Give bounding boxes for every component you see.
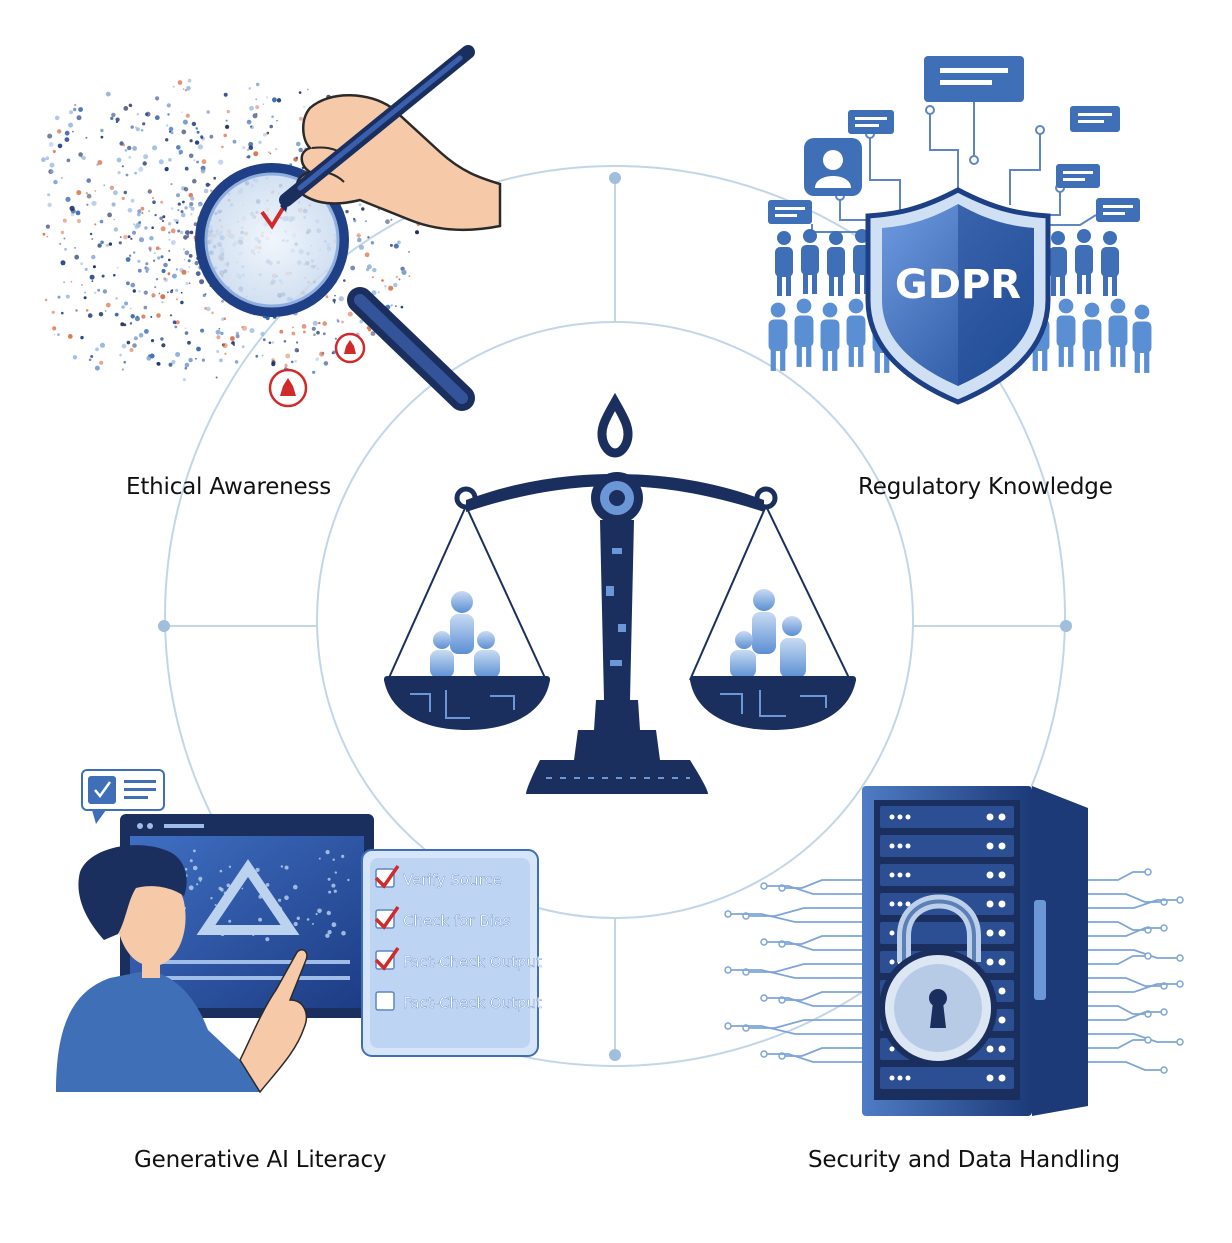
security-data-handling-label: Security and Data Handling [808, 1147, 1120, 1173]
server-unit [880, 1067, 1014, 1089]
red-check-icon [374, 864, 400, 889]
checklist-item: Check for Bias [374, 905, 511, 930]
message-bubble-icon [1056, 164, 1100, 188]
magnifier-lens [200, 168, 344, 312]
red-check-icon [374, 946, 400, 971]
gdpr-illustration: GDPR [768, 56, 1152, 405]
checklist-item-label: Fact-Check Output [403, 953, 542, 971]
padlock-icon [879, 894, 997, 1067]
circuit-lines [724, 868, 1184, 1074]
checklist-item: Verify Source [374, 864, 502, 889]
network-lines [811, 102, 1097, 233]
ethics-illustration [41, 45, 502, 411]
pan-people [730, 589, 806, 678]
red-check-icon [260, 198, 290, 230]
alert-badge-icon [334, 332, 366, 364]
message-bubble-icon [768, 200, 812, 224]
security-illustration [724, 786, 1184, 1116]
generative-ai-literacy-label: Generative AI Literacy [134, 1147, 387, 1173]
checklist-item-label: Fact-Check Output [403, 994, 542, 1012]
user-avatar-icon [804, 138, 862, 196]
server-unit [880, 864, 1014, 886]
checkbox-icon [375, 991, 395, 1011]
person-icon [56, 845, 308, 1094]
checklist-item-label: Check for Bias [403, 912, 511, 930]
message-bubble-icon [1070, 106, 1120, 132]
checklist-panel [361, 849, 539, 1057]
ethical-awareness-label: Ethical Awareness [126, 474, 332, 500]
checklist-item: Fact-Check Output [374, 946, 542, 971]
outer-ring [164, 165, 1066, 1067]
message-bubble-icon [1096, 198, 1140, 222]
regulatory-knowledge-label: Regulatory Knowledge [858, 474, 1113, 500]
server-unit [880, 806, 1014, 828]
pen-icon [279, 45, 475, 212]
alert-badge-icon [268, 368, 308, 408]
server-unit [880, 835, 1014, 857]
pan-people [430, 591, 500, 678]
checklist-item: Fact-Check Output [375, 991, 542, 1012]
ring-connectors [164, 178, 1068, 1055]
red-check-icon [374, 905, 400, 930]
gdpr-shield-text: GDPR [895, 262, 1021, 308]
shield-icon [865, 187, 1051, 405]
scales-of-justice-icon [384, 392, 856, 794]
chat-bubble-icon [81, 769, 165, 824]
message-bubble-icon [848, 110, 894, 134]
message-bubble-icon [924, 56, 1024, 102]
checklist-item-label: Verify Source [403, 871, 502, 889]
ring-nodes [158, 172, 1072, 1061]
magnifying-glass-icon [195, 163, 349, 317]
